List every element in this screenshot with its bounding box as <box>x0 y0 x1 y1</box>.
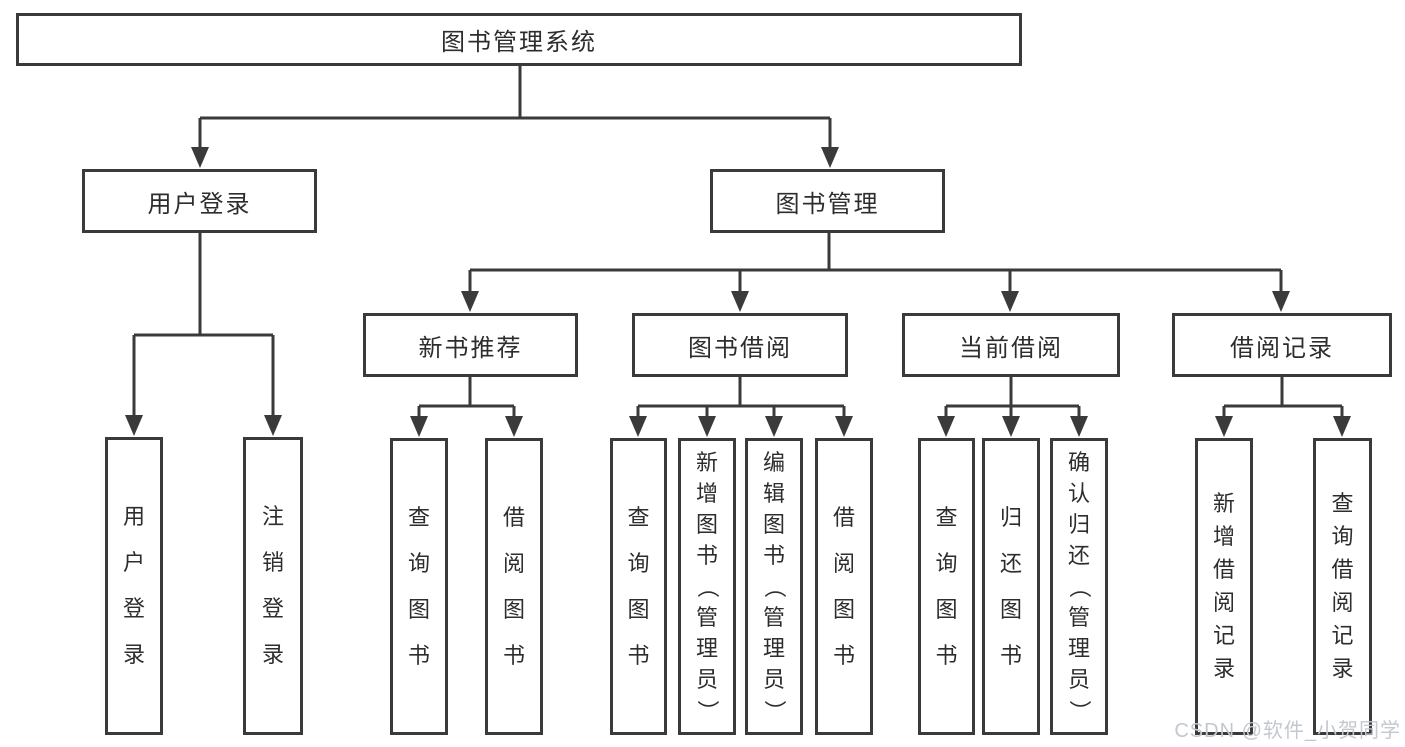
leaf-current-confirm-return-admin-label: 确认归还（管理员） <box>1066 449 1092 722</box>
leaf-borrow-edit-books-admin-label: 编辑图书（管理员） <box>761 449 787 722</box>
leaf-logout: 注销登录 <box>243 437 303 735</box>
leaf-borrow-query-books: 查询图书 <box>610 438 667 735</box>
leaf-logout-label: 注销登录 <box>261 504 284 667</box>
node-user-login: 用户登录 <box>82 169 317 233</box>
leaf-current-query-books: 查询图书 <box>918 438 975 735</box>
leaf-newbooks-borrow-books-label: 借阅图书 <box>502 504 525 668</box>
watermark-text: CSDN @软件_小贺同学 <box>1174 720 1401 742</box>
leaf-current-confirm-return-admin: 确认归还（管理员） <box>1050 438 1108 735</box>
node-borrowing-records: 借阅记录 <box>1172 313 1392 377</box>
leaf-current-return-books: 归还图书 <box>982 438 1040 735</box>
node-current-borrowing: 当前借阅 <box>902 313 1120 377</box>
leaf-borrow-add-books-admin: 新增图书（管理员） <box>678 438 736 735</box>
node-book-borrowing: 图书借阅 <box>632 313 848 377</box>
leaf-borrow-borrow-books-label: 借阅图书 <box>832 504 855 668</box>
leaf-user-login: 用户登录 <box>105 437 163 735</box>
node-library-management-system: 图书管理系统 <box>16 13 1022 66</box>
leaf-records-add-borrow-record-label: 新增借阅记录 <box>1212 491 1235 681</box>
leaf-borrow-edit-books-admin: 编辑图书（管理员） <box>745 438 803 735</box>
node-book-management: 图书管理 <box>710 169 945 233</box>
leaf-borrow-query-books-label: 查询图书 <box>627 504 650 668</box>
leaf-newbooks-query-books: 查询图书 <box>390 438 448 735</box>
leaf-records-query-borrow-record-label: 查询借阅记录 <box>1331 491 1354 681</box>
leaf-borrow-add-books-admin-label: 新增图书（管理员） <box>694 449 720 722</box>
leaf-borrow-borrow-books: 借阅图书 <box>815 438 873 735</box>
leaf-current-query-books-label: 查询图书 <box>935 504 958 668</box>
node-new-book-recommend: 新书推荐 <box>363 313 578 377</box>
leaf-newbooks-query-books-label: 查询图书 <box>407 504 430 668</box>
leaf-current-return-books-label: 归还图书 <box>999 504 1022 668</box>
leaf-records-add-borrow-record: 新增借阅记录 <box>1195 438 1253 735</box>
arrowheads <box>125 147 1351 437</box>
leaf-records-query-borrow-record: 查询借阅记录 <box>1313 438 1372 735</box>
leaf-newbooks-borrow-books: 借阅图书 <box>485 438 543 735</box>
leaf-user-login-label: 用户登录 <box>122 504 145 667</box>
